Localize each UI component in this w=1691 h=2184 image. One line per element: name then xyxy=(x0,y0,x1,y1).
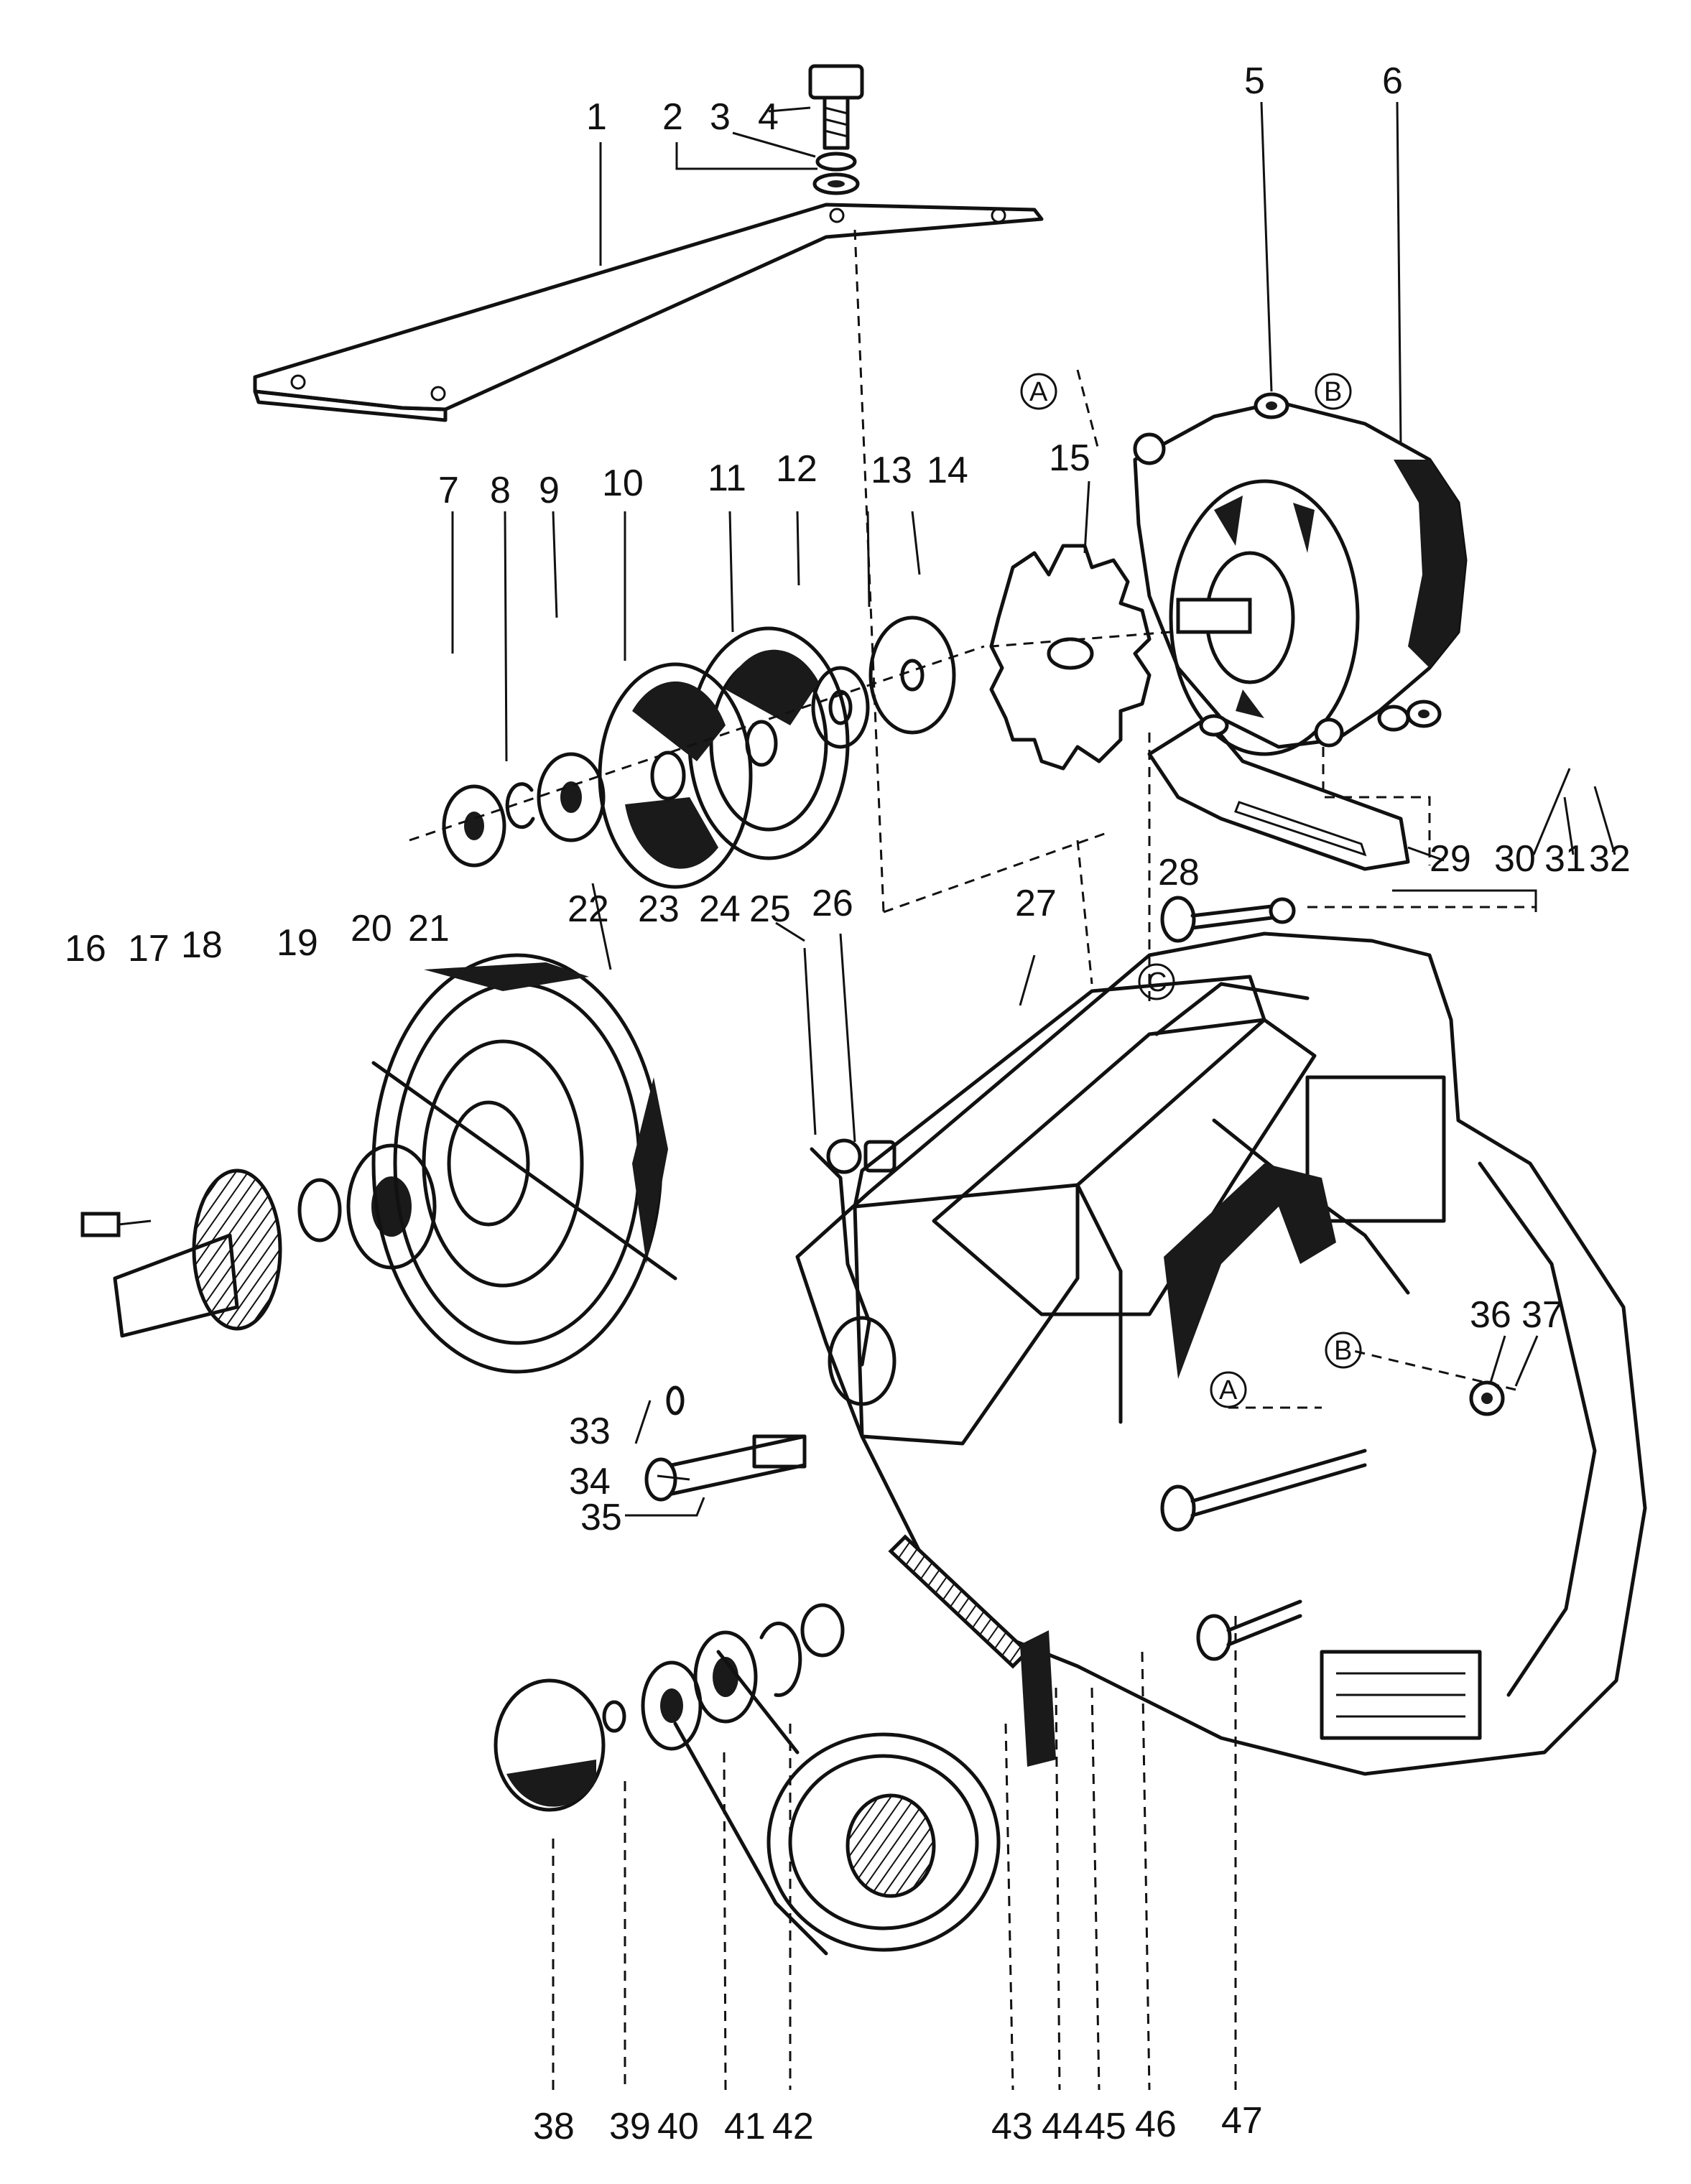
callout-11: 11 xyxy=(708,457,746,499)
callout-9: 9 xyxy=(539,470,560,511)
callout-47: 47 xyxy=(1221,2100,1263,2142)
tensioner-assembly xyxy=(810,1147,1056,1767)
callout-10: 10 xyxy=(602,463,644,504)
callout-13: 13 xyxy=(871,450,912,491)
callout-23: 23 xyxy=(638,888,680,930)
letter-A-top: A xyxy=(1029,377,1048,407)
adjusting-arm xyxy=(1147,714,1410,871)
callout-25: 25 xyxy=(749,888,791,930)
callout-24: 24 xyxy=(699,888,741,930)
callout-4: 4 xyxy=(758,96,779,138)
callout-21: 21 xyxy=(408,908,450,949)
reference-letters: A B C B A xyxy=(1029,377,1352,1405)
v-belt xyxy=(673,1650,828,1956)
callout-12: 12 xyxy=(776,448,817,490)
callout-26: 26 xyxy=(812,883,853,924)
callout-39: 39 xyxy=(609,2106,651,2147)
belt-guard-bracket xyxy=(853,975,1266,1446)
bearing-and-circlip xyxy=(297,1143,437,1270)
hub-parts-7-8-9 xyxy=(442,752,606,868)
callout-34: 34 xyxy=(569,1461,611,1502)
reference-mark-A-top xyxy=(1020,373,1057,410)
callout-36: 36 xyxy=(1470,1294,1511,1336)
callout-8: 8 xyxy=(490,470,511,511)
callout-17: 17 xyxy=(128,928,170,970)
letter-B-top: B xyxy=(1324,377,1342,407)
callout-43: 43 xyxy=(991,2106,1033,2147)
callout-2: 2 xyxy=(662,96,683,138)
callout-38: 38 xyxy=(533,2106,575,2147)
callout-40: 40 xyxy=(657,2106,699,2147)
callout-15: 15 xyxy=(1049,437,1090,479)
callout-14: 14 xyxy=(927,450,968,491)
alternator xyxy=(1133,400,1468,756)
callout-19: 19 xyxy=(277,922,318,964)
reference-mark-B-bottom xyxy=(1325,1332,1362,1369)
strap-bracket xyxy=(1164,1163,1336,1379)
callout-37: 37 xyxy=(1521,1294,1563,1336)
pulley-half-10 xyxy=(598,662,753,889)
long-bolts xyxy=(1160,1449,1367,1661)
callout-28: 28 xyxy=(1158,852,1200,893)
callout-3: 3 xyxy=(710,96,731,138)
bolt-28 xyxy=(1160,896,1296,943)
leader-lines xyxy=(409,101,1616,2091)
callout-45: 45 xyxy=(1085,2106,1126,2147)
callout-42: 42 xyxy=(772,2106,814,2147)
nut-5 xyxy=(1254,392,1289,419)
reference-mark-B-top xyxy=(1315,373,1352,410)
nut-washer-24-25 xyxy=(826,1138,897,1174)
pin-33-34-35 xyxy=(644,1385,807,1502)
callout-30: 30 xyxy=(1494,838,1536,880)
letter-C: C xyxy=(1147,967,1167,998)
callout-16: 16 xyxy=(65,928,106,970)
bolt-and-washers xyxy=(808,64,864,195)
fan xyxy=(989,544,1152,771)
callout-20: 20 xyxy=(351,908,392,949)
callout-35: 35 xyxy=(580,1497,622,1538)
letter-A-bottom: A xyxy=(1219,1375,1238,1405)
callout-29: 29 xyxy=(1430,838,1471,880)
pulley-half-11 xyxy=(687,626,850,860)
drive-flange xyxy=(80,1168,282,1338)
crankshaft-pulley xyxy=(766,1732,1001,1952)
callout-46: 46 xyxy=(1135,2104,1177,2145)
callout-22: 22 xyxy=(567,888,609,930)
callout-labels: 1 2 3 4 5 6 7 8 9 10 11 12 13 14 15 16 1… xyxy=(65,60,1631,2147)
bracket-plate xyxy=(253,203,1044,422)
callout-31: 31 xyxy=(1544,838,1586,880)
callout-5: 5 xyxy=(1244,60,1265,102)
large-pulley xyxy=(371,953,677,1374)
callout-18: 18 xyxy=(181,924,223,966)
reference-mark-C xyxy=(1138,963,1175,1000)
washer-13 xyxy=(868,615,956,735)
nut-36-37 xyxy=(1469,1380,1505,1416)
letter-B-bottom: B xyxy=(1334,1336,1352,1366)
callout-1: 1 xyxy=(586,96,607,138)
nuts-31-32 xyxy=(1377,700,1442,732)
callout-44: 44 xyxy=(1042,2106,1083,2147)
crank-pulley-parts xyxy=(494,1603,845,1812)
callout-33: 33 xyxy=(569,1411,611,1452)
callout-32: 32 xyxy=(1589,838,1631,880)
callout-41: 41 xyxy=(724,2106,766,2147)
callout-7: 7 xyxy=(438,470,459,511)
callout-6: 6 xyxy=(1382,60,1403,102)
callout-27: 27 xyxy=(1015,883,1057,924)
